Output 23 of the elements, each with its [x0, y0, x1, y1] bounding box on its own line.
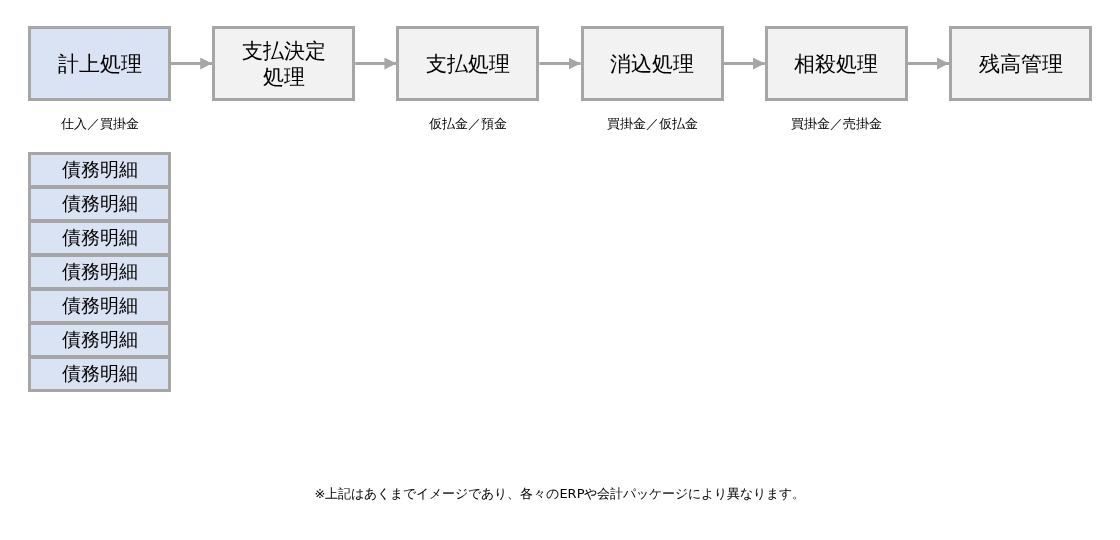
account-label: 仕入／買掛金: [59, 115, 140, 133]
process-box: 支払処理: [396, 26, 540, 101]
account-label: 買掛金／仮払金: [605, 115, 699, 133]
process-box: 残高管理: [949, 26, 1092, 101]
process-box: 相殺処理: [764, 26, 908, 101]
detail-box: 債務明細: [28, 152, 171, 188]
note-text: ※上記はあくまでイメージであり、各々のERPや会計パッケージにより異なります。: [314, 486, 806, 501]
account-label: 買掛金／売掛金: [789, 115, 883, 133]
arrow: [355, 57, 397, 70]
arrow: [539, 57, 581, 70]
process-box: 計上処理: [28, 26, 171, 101]
arrow: [907, 57, 949, 70]
detail-box: 債務明細: [28, 220, 171, 256]
detail-box: 債務明細: [28, 356, 171, 392]
detail-box: 債務明細: [28, 288, 171, 324]
detail-box: 債務明細: [28, 186, 171, 222]
account-label: 仮払金／預金: [427, 115, 508, 133]
arrow: [171, 57, 213, 70]
detail-box: 債務明細: [28, 254, 171, 290]
arrow: [723, 57, 765, 70]
detail-box: 債務明細: [28, 322, 171, 358]
process-box: 消込処理: [580, 26, 724, 101]
process-box: 支払決定処理: [212, 26, 356, 101]
